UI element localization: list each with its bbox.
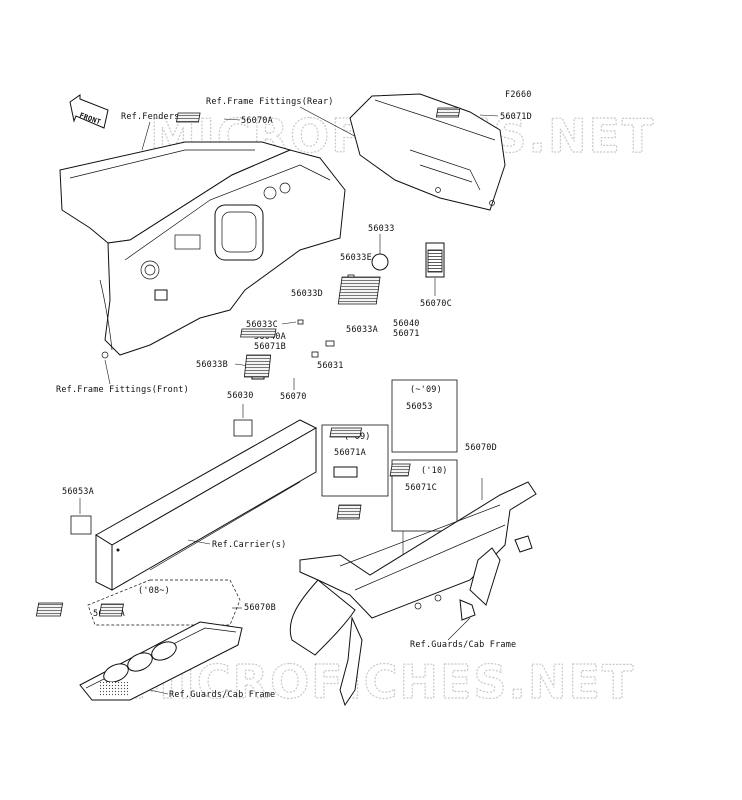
part-56070: 56070 xyxy=(280,392,307,402)
part-56033A: 56033A xyxy=(346,325,378,335)
ref-carriers-label: Ref.Carrier(s) xyxy=(212,540,286,550)
part-56053A: 56053A xyxy=(62,487,94,497)
part-56033D: 56033D xyxy=(291,289,323,299)
part-56071A: 56071A xyxy=(334,448,366,458)
year-10: ('10) xyxy=(421,466,448,476)
decal-56040 xyxy=(337,276,381,305)
part-56033C: 56033C xyxy=(246,320,278,330)
floor-panel xyxy=(79,621,243,701)
decal-56071D xyxy=(435,107,461,118)
decal-56030A xyxy=(35,602,64,617)
decal-56040A xyxy=(240,328,277,338)
ref-guards-right-label: Ref.Guards/Cab Frame xyxy=(410,640,516,650)
decal-56070B xyxy=(98,603,124,617)
decal-56070D xyxy=(389,463,411,477)
part-56033B: 56033B xyxy=(196,360,228,370)
figure-code: F2660 xyxy=(505,90,532,100)
part-56071: 56071 xyxy=(393,329,420,339)
part-56031: 56031 xyxy=(317,361,344,371)
part-56070A: 56070A xyxy=(241,116,273,126)
part-56071B: 56071B xyxy=(254,342,286,352)
part-56070B: 56070B xyxy=(244,603,276,613)
decal-56033 xyxy=(371,253,389,271)
part-56070D: 56070D xyxy=(465,443,497,453)
ref-frame-rear-label: Ref.Frame Fittings(Rear) xyxy=(206,97,334,107)
decal-56053A xyxy=(70,515,92,535)
rear-fender-panel xyxy=(349,93,506,211)
part-56033: 56033 xyxy=(368,224,395,234)
part-56033E: 56033E xyxy=(340,253,372,263)
decal-56053 xyxy=(329,427,363,438)
part-56070C: 56070C xyxy=(420,299,452,309)
part-56071C: 56071C xyxy=(405,483,437,493)
front-arrow-icon: FRONT xyxy=(69,94,109,129)
ref-guards-bottom-label: Ref.Guards/Cab Frame xyxy=(169,690,275,700)
decal-56030 xyxy=(233,419,253,437)
box-56053 xyxy=(391,379,458,453)
guard-frame xyxy=(289,481,537,707)
carrier-panel xyxy=(95,419,318,591)
part-56071D: 56071D xyxy=(500,112,532,122)
callout-56030A xyxy=(87,579,241,626)
decal-56070 xyxy=(243,354,272,378)
ref-frame-front-label: Ref.Frame Fittings(Front) xyxy=(56,385,189,395)
decal-56071C xyxy=(336,504,362,520)
year-08on: ('08~) xyxy=(138,586,170,596)
decal-56031 xyxy=(311,351,319,358)
front-fender-dash xyxy=(59,112,346,359)
year-to09: (~'09) xyxy=(410,385,442,395)
decal-56071A xyxy=(333,466,358,478)
part-56040: 56040 xyxy=(393,319,420,329)
decal-56070A xyxy=(176,112,201,123)
ref-fenders-label: Ref.Fenders xyxy=(121,112,180,122)
watermark-bottom: MICROFICHES.NET xyxy=(130,655,635,709)
part-56053: 56053 xyxy=(406,402,433,412)
part-56030: 56030 xyxy=(227,391,254,401)
